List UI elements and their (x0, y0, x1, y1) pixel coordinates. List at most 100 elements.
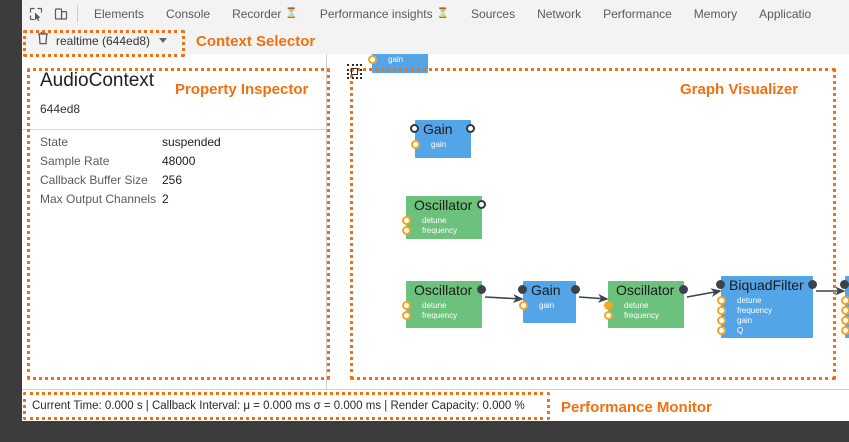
param-port-Q[interactable] (841, 326, 849, 335)
graph-visualizer-canvas[interactable]: GaingainGaingainOscillatordetunefrequenc… (328, 54, 849, 389)
tab-elements[interactable]: Elements (83, 1, 155, 27)
node-param-detune: detune (737, 296, 762, 305)
context-selector-dropdown[interactable]: realtime (644ed8) (31, 30, 173, 52)
node-output-port[interactable] (466, 124, 475, 133)
property-row: Callback Buffer Size 256 (22, 168, 326, 187)
tab-console[interactable]: Console (155, 1, 221, 27)
tab-label: Sources (471, 6, 516, 21)
param-port-Q[interactable] (717, 326, 726, 335)
divider (22, 129, 326, 130)
page-title: AudioContext (40, 70, 155, 91)
experimental-icon: ⏳ (436, 8, 450, 19)
node-body (721, 276, 813, 338)
node-output-port[interactable] (679, 285, 688, 294)
node-param-gain: gain (539, 301, 555, 310)
graph-edges (484, 286, 846, 303)
property-key: Sample Rate (40, 154, 110, 168)
node-input-port[interactable] (716, 280, 725, 289)
param-port-detune[interactable] (402, 216, 411, 225)
tab-application[interactable]: Applicatio (748, 1, 822, 27)
tab-performance-insights[interactable]: Performance insights⏳ (309, 1, 460, 27)
node-title: Oscillator (414, 197, 473, 213)
node-body (523, 281, 576, 323)
tab-label: Network (537, 6, 582, 21)
node-input-port[interactable] (410, 124, 419, 133)
param-port-frequency[interactable] (717, 306, 726, 315)
param-port-fre[interactable] (841, 306, 849, 315)
node-title: BiquadFilter (729, 277, 804, 293)
device-toolbar-icon[interactable] (50, 3, 72, 25)
param-port-frequency[interactable] (402, 226, 411, 235)
node-title: Oscillator (414, 282, 473, 298)
node-input-port[interactable] (840, 280, 849, 289)
inspect-element-icon[interactable] (25, 3, 47, 25)
tab-memory[interactable]: Memory (683, 1, 748, 27)
graph-node-gain-1[interactable]: Gain gain (518, 281, 580, 323)
node-title: Gain (531, 282, 561, 298)
node-output-port[interactable] (477, 200, 486, 209)
param-port-gain[interactable] (717, 316, 726, 325)
property-key: State (40, 135, 69, 149)
param-port-gain[interactable] (519, 301, 528, 310)
toolbar-divider (77, 5, 78, 22)
node-param-detune: detune (422, 301, 447, 310)
node-param-frequency: frequency (737, 306, 773, 315)
node-input-port[interactable] (518, 285, 527, 294)
param-port-ga[interactable] (841, 316, 849, 325)
property-value: suspended (162, 135, 221, 149)
property-inspector-panel: AudioContext 644ed8 State suspended Samp… (22, 54, 327, 389)
param-port-de[interactable] (841, 296, 849, 305)
graph-node-biquadfilter-2[interactable]: BdefregaQ (840, 276, 849, 338)
param-port-frequency[interactable] (402, 311, 411, 320)
property-key: Max Output Channels (40, 192, 157, 206)
param-port-frequency[interactable] (604, 311, 613, 320)
node-body (406, 196, 482, 239)
property-row: Max Output Channels 2 (22, 187, 326, 206)
node-param-gain: gain (431, 140, 447, 149)
property-key: Callback Buffer Size (40, 173, 148, 187)
webaudio-panel: AudioContext 644ed8 State suspended Samp… (22, 54, 849, 389)
tab-recorder[interactable]: Recorder⏳ (221, 1, 309, 27)
node-output-port[interactable] (477, 285, 486, 294)
node-body (415, 120, 471, 158)
tab-sources[interactable]: Sources (460, 1, 526, 27)
property-value: 48000 (162, 154, 196, 168)
tab-label: Performance (603, 6, 672, 21)
window-left-gutter (0, 0, 22, 420)
tab-network[interactable]: Network (526, 1, 592, 27)
param-port-gain[interactable] (411, 140, 420, 149)
node-output-port[interactable] (571, 285, 580, 294)
experimental-icon: ⏳ (285, 8, 298, 19)
devtools-tabbar: Elements Console Recorder⏳ Performance i… (22, 0, 849, 28)
tab-label: Elements (94, 6, 145, 21)
node-output-port[interactable] (808, 280, 817, 289)
trash-icon[interactable] (37, 31, 49, 50)
node-title: Oscillator (616, 282, 675, 298)
performance-monitor-text: Current Time: 0.000 s | Callback Interva… (32, 399, 525, 412)
node-param-gain: gain (737, 316, 753, 325)
node-param-gain: gain (388, 55, 404, 64)
param-port-detune[interactable] (402, 301, 411, 310)
tab-label: Console (166, 6, 211, 21)
node-param-Q: Q (737, 326, 744, 335)
property-value: 256 (162, 173, 183, 187)
edge (686, 288, 722, 298)
param-port-detune[interactable] (717, 296, 726, 305)
node-body (608, 281, 684, 328)
param-port-detune[interactable] (604, 301, 613, 310)
tab-performance[interactable]: Performance (592, 1, 683, 27)
property-row: State suspended (22, 130, 326, 149)
chevron-down-icon[interactable] (159, 38, 168, 43)
param-port-gain[interactable] (368, 55, 377, 64)
property-row: Sample Rate 48000 (22, 149, 326, 168)
node-param-detune: detune (624, 301, 649, 310)
tab-label: Applicatio (759, 6, 812, 21)
node-param-detune: detune (422, 216, 447, 225)
